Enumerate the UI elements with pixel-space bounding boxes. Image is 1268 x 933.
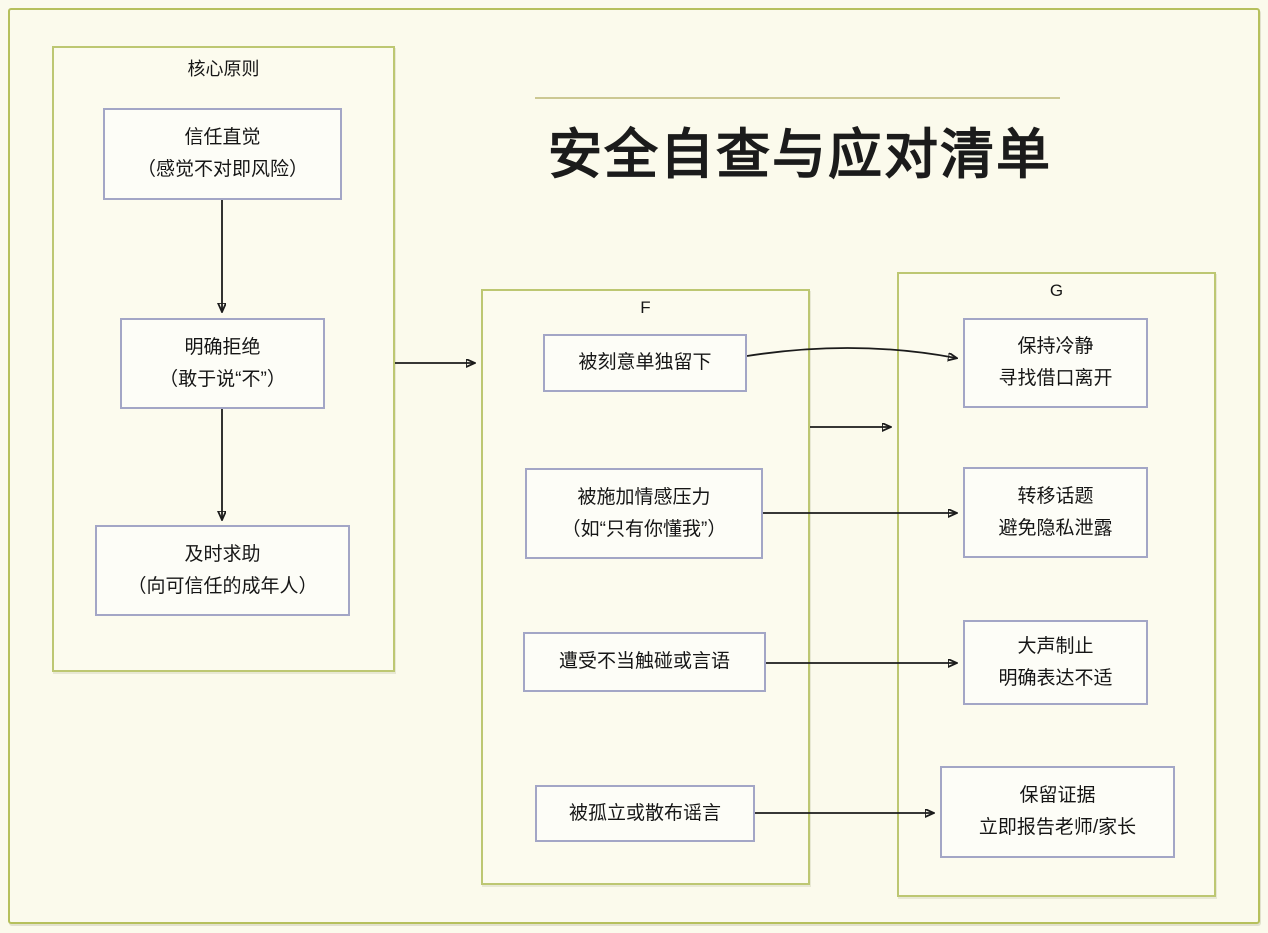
group-g-label: G [1049, 281, 1064, 300]
node-loud-stop-line2: 明确表达不适 [998, 667, 1113, 689]
node-stay-calm-line1: 保持冷静 [1017, 336, 1094, 357]
node-isolated-rumors: 被孤立或散布谣言 [535, 785, 755, 842]
node-seek-help-line1: 及时求助 [184, 543, 261, 565]
node-left-alone: 被刻意单独留下 [543, 334, 747, 392]
title-divider [535, 97, 1060, 99]
node-keep-evidence-line1: 保留证据 [1019, 785, 1096, 806]
node-clear-refusal: 明确拒绝 （敢于说“不”） [120, 318, 325, 409]
node-trust-intuition-line2: （感觉不对即风险） [136, 159, 308, 180]
node-trust-intuition: 信任直觉 （感觉不对即风险） [103, 108, 342, 200]
page-frame [8, 8, 1260, 924]
node-change-topic-line2: 避免隐私泄露 [998, 517, 1113, 539]
node-stay-calm-line2: 寻找借口离开 [998, 368, 1113, 389]
node-inappropriate-contact-line1: 遭受不当触碰或言语 [558, 651, 730, 672]
node-left-alone-line1: 被刻意单独留下 [578, 352, 712, 373]
group-core-principles-label: 核心原则 [187, 59, 260, 79]
node-seek-help-line2: （向可信任的成年人） [127, 575, 318, 597]
node-trust-intuition-line1: 信任直觉 [184, 127, 261, 148]
page-title: 安全自查与应对清单 [548, 125, 1052, 185]
node-emotional-pressure: 被施加情感压力 （如“只有你懂我”） [525, 468, 763, 559]
node-emotional-pressure-line1: 被施加情感压力 [577, 486, 711, 508]
node-loud-stop: 大声制止 明确表达不适 [963, 620, 1148, 705]
node-keep-evidence: 保留证据 立即报告老师/家长 [940, 766, 1175, 858]
node-emotional-pressure-line2: （如“只有你懂我”） [561, 518, 727, 540]
node-seek-help: 及时求助 （向可信任的成年人） [95, 525, 350, 616]
node-clear-refusal-line2: （敢于说“不”） [159, 368, 286, 390]
node-change-topic: 转移话题 避免隐私泄露 [963, 467, 1148, 558]
node-clear-refusal-line1: 明确拒绝 [184, 336, 261, 358]
node-keep-evidence-line2: 立即报告老师/家长 [978, 817, 1137, 838]
node-stay-calm: 保持冷静 寻找借口离开 [963, 318, 1148, 408]
node-loud-stop-line1: 大声制止 [1017, 635, 1094, 657]
node-inappropriate-contact: 遭受不当触碰或言语 [523, 632, 766, 692]
group-f-label: F [640, 298, 651, 317]
node-change-topic-line1: 转移话题 [1017, 485, 1094, 507]
node-isolated-rumors-line1: 被孤立或散布谣言 [568, 802, 721, 824]
